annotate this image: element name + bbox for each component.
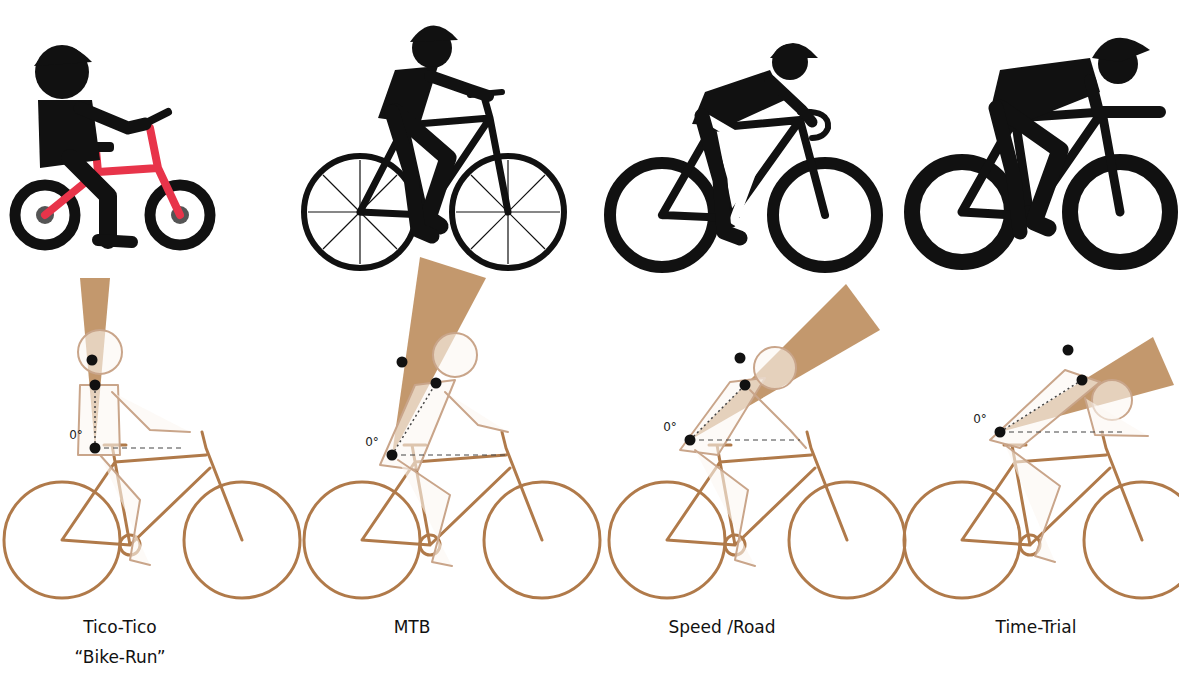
bike-type-caption: Speed /Road [668, 617, 775, 637]
bike-type-caption: MTB [394, 617, 431, 637]
bike-type-caption: Tico-Tico “Bike-Run” [61, 612, 179, 672]
angle-label: 0° [973, 412, 987, 426]
angle-label: 0° [663, 420, 677, 434]
angle-label: 0° [365, 435, 379, 449]
angle-label: 0° [69, 428, 83, 442]
bike-type-caption: Time-Trial [996, 617, 1077, 637]
